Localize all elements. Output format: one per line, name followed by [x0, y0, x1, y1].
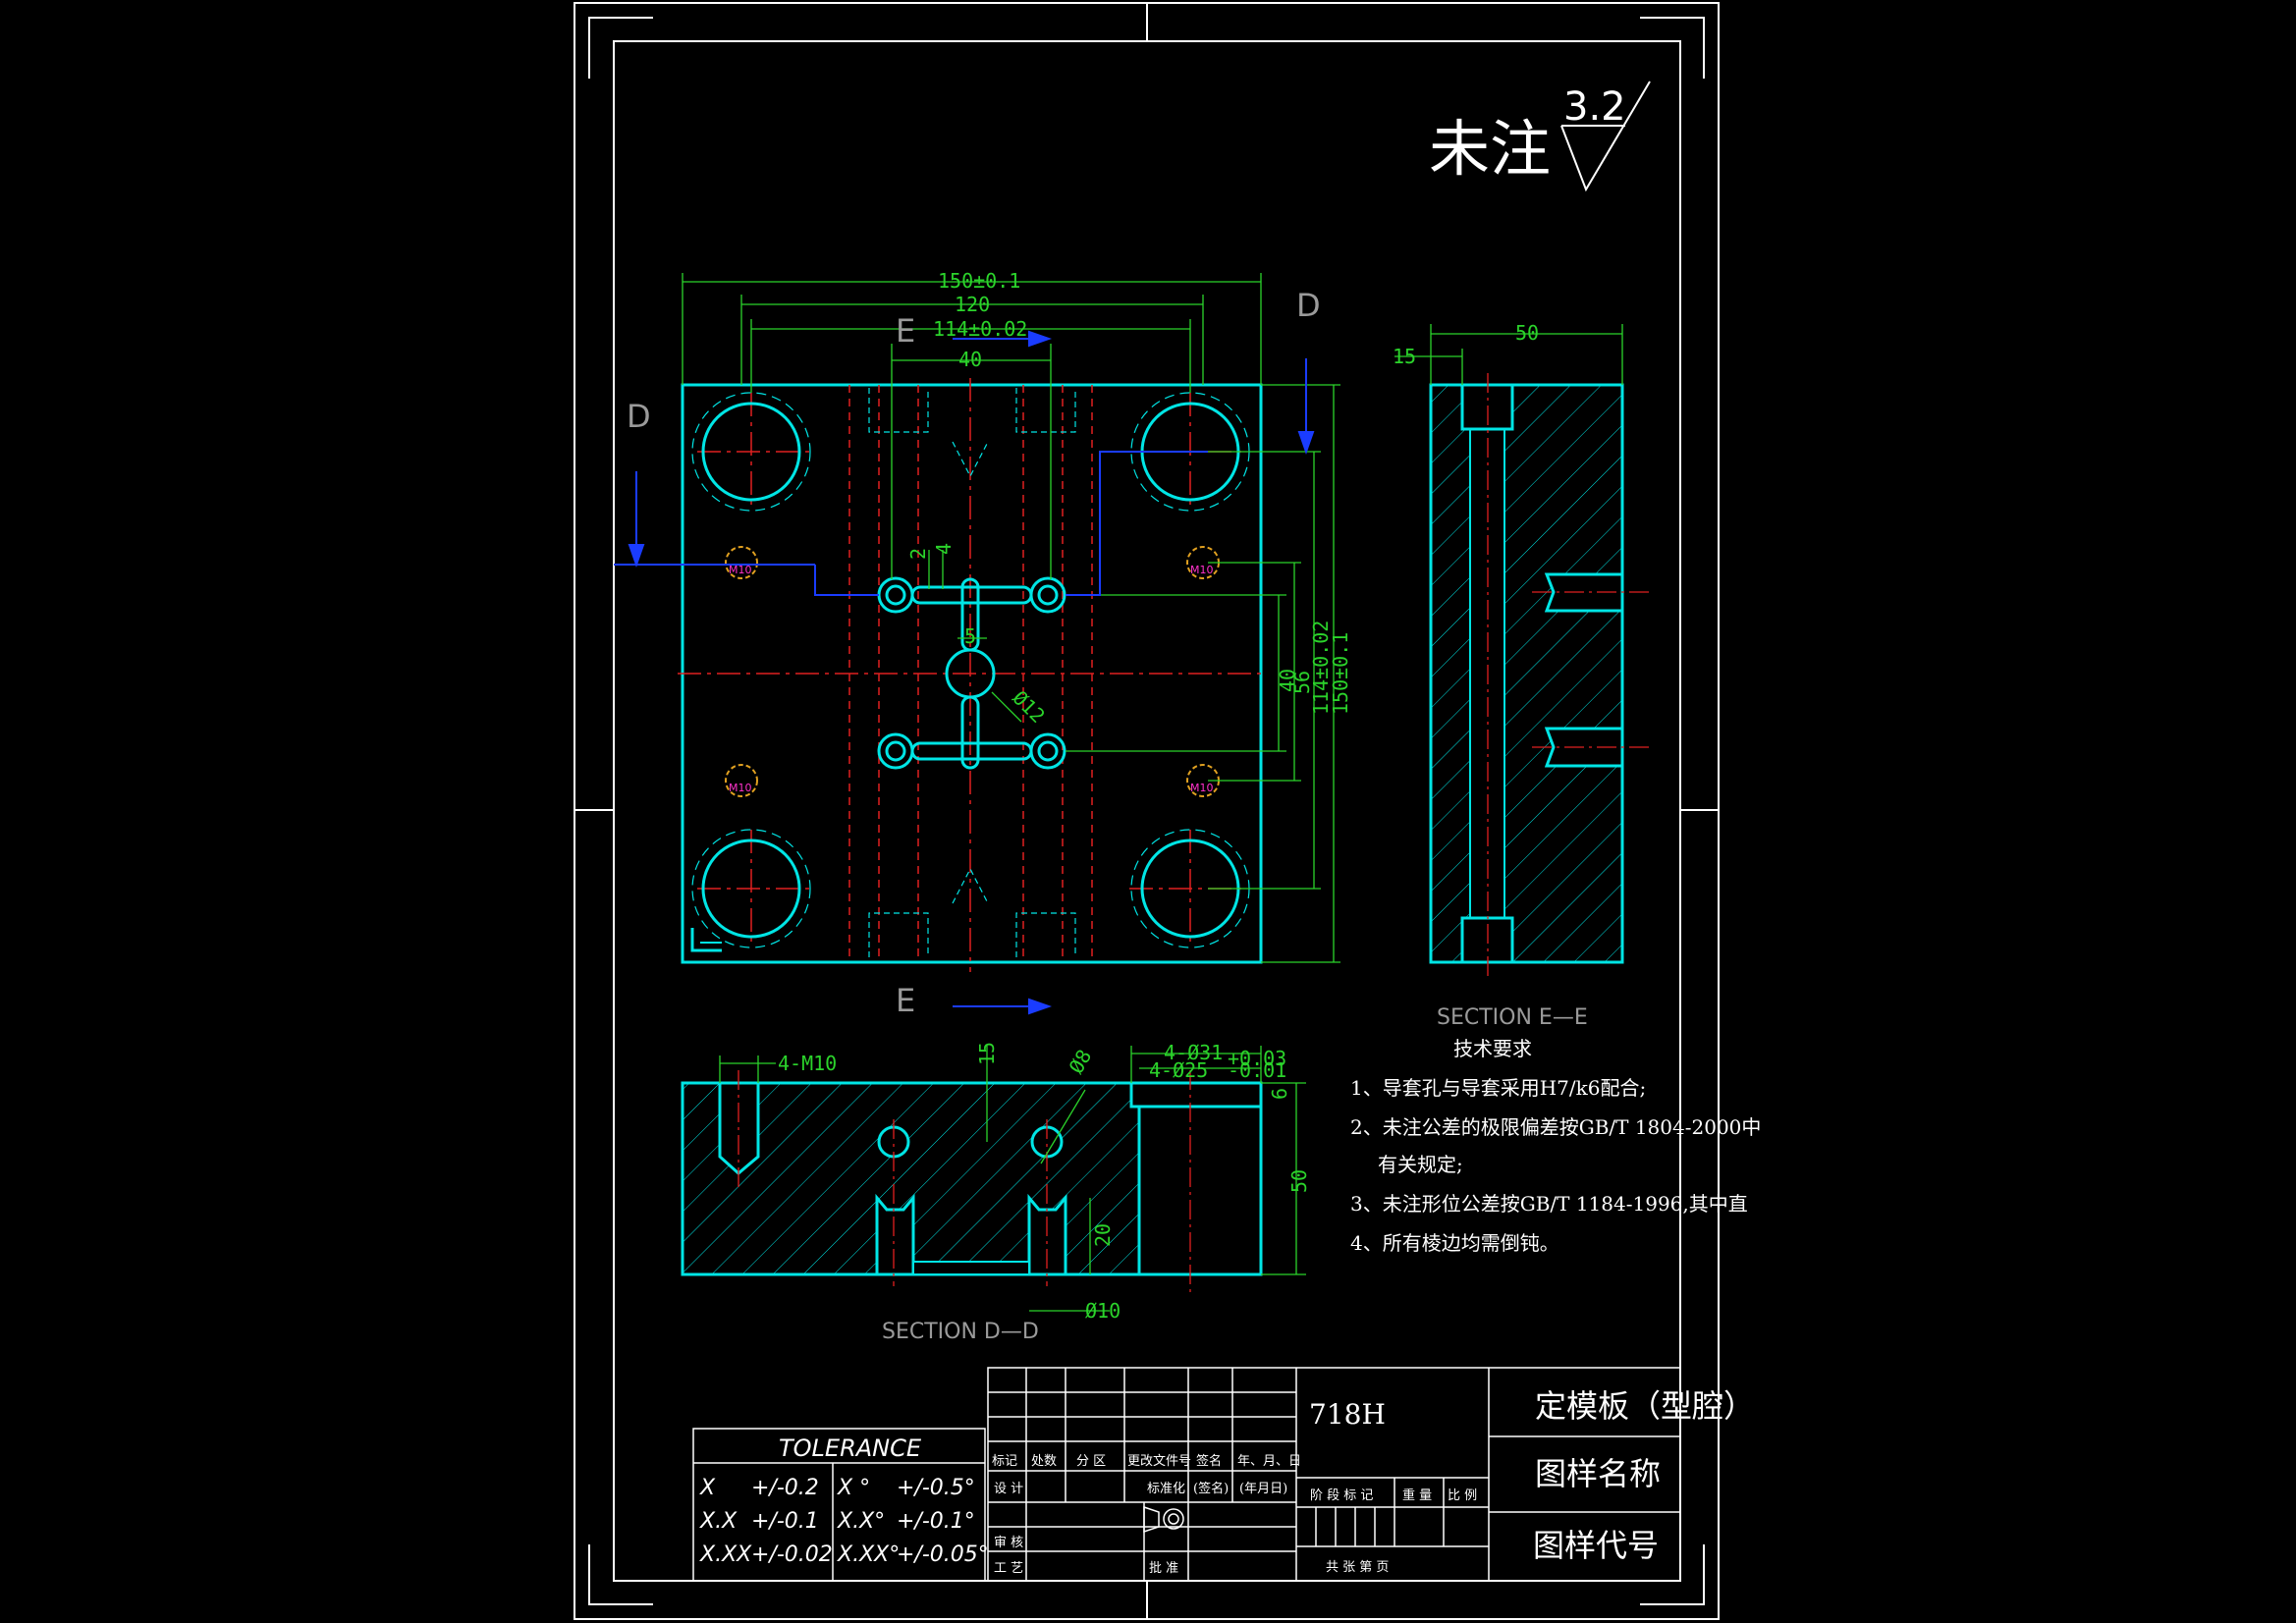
header-sign: 签名 — [1196, 1453, 1222, 1469]
side-view: 50 15 SECTION E—E — [1393, 321, 1650, 1030]
stage-label: 阶 段 标 记 — [1310, 1488, 1373, 1503]
tech-item-2b: 有关规定; — [1378, 1153, 1463, 1176]
section-ee-label: SECTION E—E — [1437, 1005, 1588, 1030]
drawing-name: 图样名称 — [1535, 1455, 1661, 1492]
tol-fmt: X.X — [699, 1509, 738, 1534]
projection-symbol — [1143, 1505, 1184, 1534]
plan-dimensions — [682, 273, 1340, 963]
tol-val: +/-0.02 — [751, 1542, 833, 1567]
process-label: 工 艺 — [994, 1561, 1023, 1576]
thread-label: M10 — [1190, 564, 1214, 576]
dim-right-40: 40 — [1276, 669, 1299, 692]
dim-dia-12: Ø12 — [1008, 686, 1050, 729]
material: 718H — [1309, 1398, 1386, 1431]
scale-label: 比 例 — [1448, 1488, 1477, 1503]
dim-dd-20: 20 — [1091, 1223, 1115, 1247]
tol-aval: +/-0.1° — [897, 1509, 975, 1534]
dim-top-114: 114±0.02 — [933, 317, 1027, 341]
weight-label: 重 量 — [1402, 1488, 1432, 1503]
tech-item-1: 1、导套孔与导套采用H7/k6配合; — [1350, 1076, 1646, 1100]
dim-top-150: 150±0.1 — [938, 269, 1020, 293]
tol-aval: +/-0.05° — [897, 1542, 989, 1567]
dim-dd-tol-up: +0.03 — [1228, 1047, 1286, 1070]
tech-item-2: 2、未注公差的极限偏差按GB/T 1804-2000中 — [1350, 1115, 1761, 1139]
tech-item-4: 4、所有棱边均需倒钝。 — [1350, 1231, 1559, 1255]
tech-requirements: 技术要求 1、导套孔与导套采用H7/k6配合; 2、未注公差的极限偏差按GB/T… — [1350, 1037, 1761, 1255]
plan-view: M10 M10 M10 M10 — [678, 378, 1267, 972]
dim-small-2: 2 — [906, 548, 930, 560]
tol-aval: +/-0.5° — [897, 1476, 975, 1500]
section-e-bottom: E — [896, 982, 915, 1019]
date-label: (年月日) — [1239, 1482, 1287, 1496]
dim-side-50: 50 — [1515, 321, 1539, 345]
tol-afmt: X.XX° — [837, 1542, 900, 1567]
header-date: 年、月、日 — [1237, 1454, 1301, 1469]
title-block: 718H 定模板（型腔） 图样名称 图样代号 标记 处数 分 区 更改文件号 签… — [987, 1367, 1755, 1582]
dim-top-120: 120 — [955, 293, 990, 316]
dim-small-5: 5 — [964, 624, 976, 648]
dim-dd-dia25: 4-Ø25 — [1149, 1058, 1208, 1082]
section-dd-view: 4-M10 15 Ø8 4-Ø31 4-Ø25 +0.03 -0.01 6 50… — [681, 1041, 1311, 1344]
tol-afmt: X.X° — [837, 1509, 885, 1534]
tolerance-title: TOLERANCE — [779, 1434, 922, 1462]
dim-dd-15: 15 — [975, 1042, 999, 1065]
review-label: 审 核 — [994, 1536, 1023, 1550]
tol-afmt: X ° — [837, 1476, 870, 1500]
section-e-top: E — [896, 312, 915, 350]
section-d-left: D — [627, 398, 651, 435]
dim-dd-m10: 4-M10 — [778, 1052, 837, 1075]
drawing-code: 图样代号 — [1533, 1527, 1659, 1564]
header-count: 处数 — [1031, 1454, 1057, 1469]
thread-label: M10 — [729, 782, 752, 794]
dim-dd-dia8: Ø8 — [1065, 1046, 1097, 1078]
part-name: 定模板（型腔） — [1535, 1387, 1755, 1425]
sign-label: (签名) — [1193, 1481, 1229, 1496]
thread-label: M10 — [729, 564, 752, 576]
tol-val: +/-0.1 — [751, 1509, 819, 1534]
header-zone: 分 区 — [1076, 1454, 1106, 1469]
sheets-label: 共 张 第 页 — [1326, 1560, 1389, 1575]
dim-dd-dia10: Ø10 — [1085, 1299, 1121, 1323]
roughness-symbol: 未注 3.2 — [1429, 81, 1651, 192]
dim-top-40: 40 — [958, 348, 982, 371]
tol-val: +/-0.2 — [751, 1476, 819, 1500]
dim-dd-dia31: 4-Ø31 — [1164, 1041, 1223, 1064]
tech-item-3: 3、未注形位公差按GB/T 1184-1996,其中直 — [1350, 1192, 1748, 1216]
runner-system — [877, 576, 1066, 770]
thread-label: M10 — [1190, 782, 1214, 794]
tolerance-table: TOLERANCE X +/-0.2 X ° +/-0.5° X.X +/-0.… — [692, 1428, 989, 1582]
header-change: 更改文件号 — [1127, 1454, 1191, 1469]
roughness-value: 3.2 — [1563, 84, 1626, 130]
standardize-label: 标准化 — [1147, 1482, 1185, 1496]
dim-dd-6: 6 — [1268, 1088, 1291, 1100]
tol-fmt: X.XX — [699, 1542, 752, 1567]
dim-side-15: 15 — [1393, 345, 1416, 368]
dim-right-150: 150±0.1 — [1329, 632, 1352, 715]
design-label: 设 计 — [994, 1482, 1023, 1496]
dim-right-56: 56 — [1290, 671, 1314, 694]
approve-label: 批 准 — [1149, 1561, 1178, 1576]
thread-holes: M10 M10 M10 M10 — [725, 546, 1220, 797]
roughness-label: 未注 — [1429, 113, 1551, 185]
header-mark: 标记 — [992, 1454, 1017, 1469]
section-markers: D D E E — [614, 287, 1321, 1019]
section-dd-label: SECTION D—D — [882, 1320, 1039, 1344]
dim-right-114: 114±0.02 — [1309, 621, 1333, 715]
tol-fmt: X — [699, 1476, 716, 1500]
section-d-top: D — [1296, 287, 1321, 324]
tech-title: 技术要求 — [1453, 1037, 1532, 1060]
dim-dd-tol-low: -0.01 — [1228, 1058, 1286, 1082]
dim-dd-50: 50 — [1287, 1169, 1311, 1193]
dim-small-4: 4 — [932, 543, 956, 555]
